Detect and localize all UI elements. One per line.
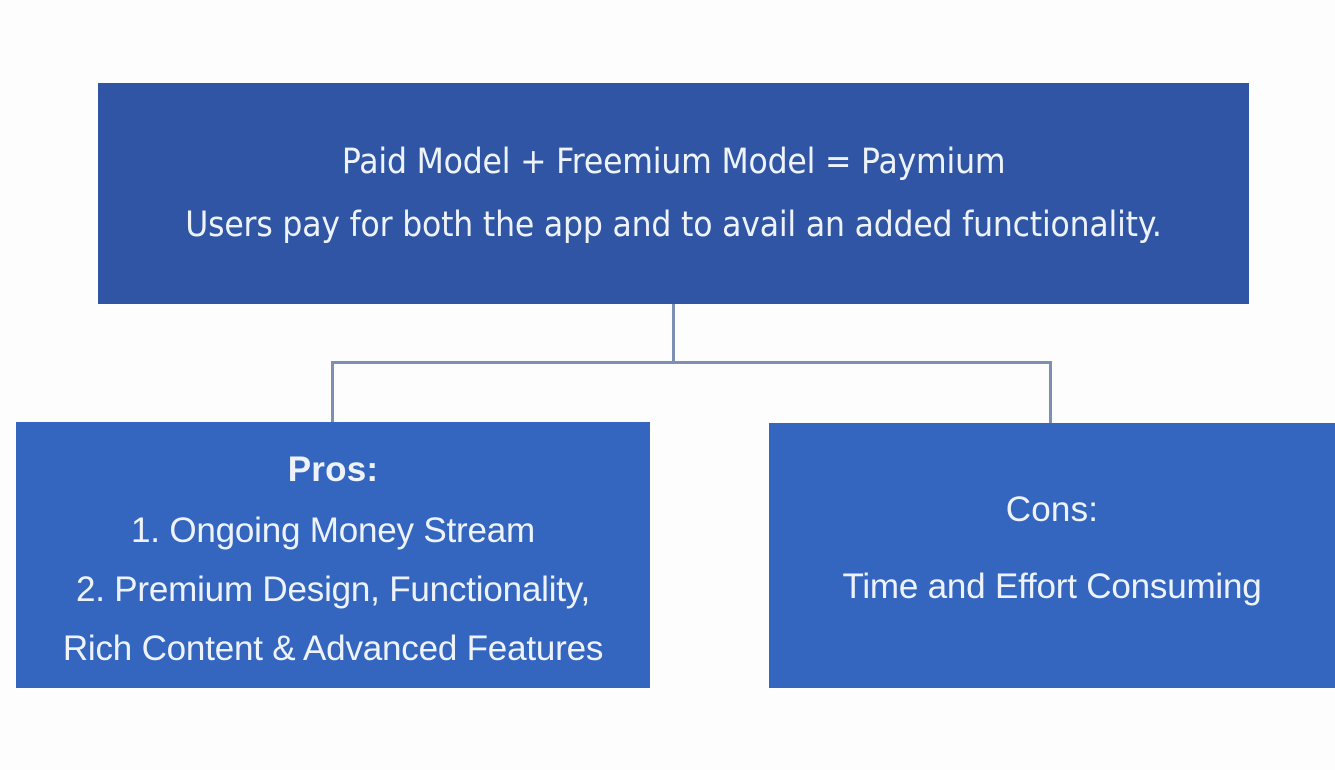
connector-stem — [672, 304, 675, 363]
cons-item-1: Time and Effort Consuming — [842, 566, 1262, 606]
pros-heading: Pros: — [287, 449, 379, 489]
leaf-node-pros[interactable]: Pros: 1. Ongoing Money Stream 2. Premium… — [16, 422, 650, 688]
leaf-node-cons[interactable]: Cons: Time and Effort Consuming — [769, 423, 1335, 688]
connector-drop-to-cons — [1049, 361, 1052, 423]
pros-item-1: 1. Ongoing Money Stream — [131, 510, 535, 550]
connector-horizontal-bar — [331, 361, 1052, 364]
connector-drop-to-pros — [331, 361, 334, 422]
root-node-line-1: Paid Model + Freemium Model = Paymium — [341, 141, 1006, 182]
root-node-paymium[interactable]: Paid Model + Freemium Model = Paymium Us… — [98, 83, 1249, 304]
cons-heading: Cons: — [1005, 489, 1099, 529]
pros-item-2-line-2: Rich Content & Advanced Features — [62, 628, 604, 668]
root-node-line-2: Users pay for both the app and to avail … — [185, 204, 1162, 245]
pros-item-2-line-1: 2. Premium Design, Functionality, — [75, 569, 591, 609]
